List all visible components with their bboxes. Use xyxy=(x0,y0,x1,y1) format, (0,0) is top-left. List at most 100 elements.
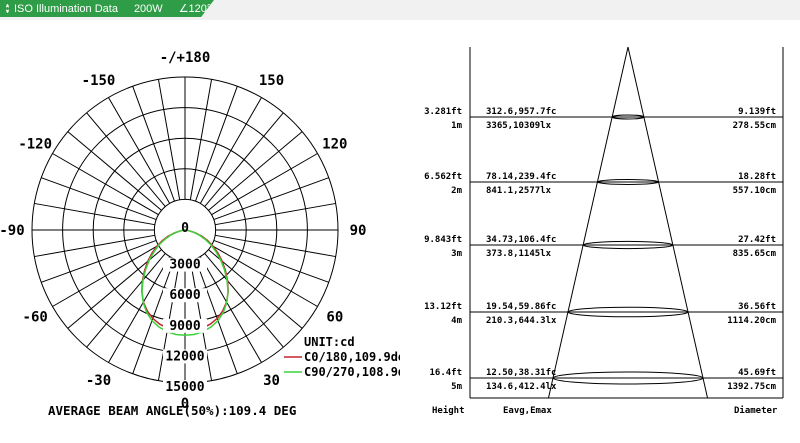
row-eavg-fc: 19.54,59.86fc xyxy=(486,302,556,312)
polar-radial-label-bg xyxy=(163,288,207,303)
polar-angle-label: 120 xyxy=(322,137,347,153)
row-height-m: 1m xyxy=(451,121,462,131)
polar-angle-label: 90 xyxy=(350,223,367,239)
cone-ellipse xyxy=(582,240,674,250)
polar-angle-label: -/+180 xyxy=(160,50,211,66)
row-diameter-ft: 45.69ft xyxy=(738,368,776,378)
row-diameter-cm: 1392.75cm xyxy=(727,382,776,392)
polar-candela-chart: 0 30 60 90 120 150 -/+180 -150 -120 -90 -60 -30 0 30… xyxy=(0,50,400,418)
cone-frame xyxy=(469,46,784,399)
row-eavg-lx: 3365,10309lx xyxy=(486,121,552,131)
polar-radial-label-bg xyxy=(163,349,207,364)
polar-radial-label-bg xyxy=(163,318,207,333)
polar-spoke xyxy=(199,97,262,204)
polar-radial-label: 9000 xyxy=(169,319,200,334)
tab-bar: ISO Illumination Data 200W ∠120° xyxy=(0,0,800,20)
info-icon xyxy=(6,4,9,13)
polar-spoke xyxy=(189,79,213,200)
row-eavg-fc: 78.14,239.4fc xyxy=(486,172,556,182)
polar-radial-label: 0 xyxy=(181,221,189,236)
polar-spoke xyxy=(52,153,159,216)
row-height-m: 4m xyxy=(451,316,462,326)
row-height-m: 2m xyxy=(451,186,462,196)
row-eavg-lx: 373.8,1145lx xyxy=(486,249,552,259)
tab-title: ISO Illumination Data xyxy=(14,2,118,15)
polar-spoke xyxy=(204,112,284,207)
tab-iso-illumination[interactable]: ISO Illumination Data 200W ∠120° xyxy=(0,0,214,17)
polar-spoke xyxy=(132,86,176,202)
polar-radial-label: 6000 xyxy=(169,288,200,303)
polar-angle-label: -90 xyxy=(0,223,25,239)
polar-spoke xyxy=(194,86,238,202)
polar-spoke xyxy=(215,202,336,226)
polar-spoke xyxy=(34,234,155,258)
row-diameter-cm: 557.10cm xyxy=(733,186,777,196)
beam-angle-footer: AVERAGE BEAM ANGLE(50%):109.4 DEG xyxy=(48,403,296,418)
polar-spoke xyxy=(86,253,166,348)
series-c90-curve xyxy=(141,229,229,337)
row-diameter-ft: 18.28ft xyxy=(738,172,776,182)
polar-radial-labels: 0 3000 6000 9000 12000 15000 xyxy=(163,221,207,395)
polar-angle-label: 60 xyxy=(326,310,343,326)
cone-ellipse xyxy=(567,306,689,318)
polar-spoke xyxy=(108,256,171,363)
cone-edge-right xyxy=(627,46,709,399)
polar-angle-label: 150 xyxy=(259,73,284,89)
cone-ellipse xyxy=(611,114,645,120)
polar-angle-label: 30 xyxy=(263,373,280,389)
row-diameter-cm: 1114.20cm xyxy=(727,316,776,326)
polar-spoke xyxy=(208,131,303,211)
row-height-ft: 6.562ft xyxy=(424,172,462,182)
polar-angle-label: -30 xyxy=(86,373,111,389)
unit-label: UNIT:cd xyxy=(304,335,355,349)
row-diameter-ft: 27.42ft xyxy=(738,235,776,245)
cone-rows: 3.281ft1m312.6,957.7fc3365,10309lx9.139f… xyxy=(424,107,783,392)
cone-edge-left xyxy=(547,46,629,399)
row-diameter-ft: 9.139ft xyxy=(738,107,776,117)
col-label-diameter: Diameter xyxy=(734,405,778,416)
polar-radial-label: 12000 xyxy=(165,349,204,364)
polar-spoke xyxy=(211,244,318,307)
row-eavg-fc: 34.73,106.4fc xyxy=(486,235,556,245)
polar-spoke xyxy=(215,234,336,258)
row-eavg-fc: 12.50,38.31fc xyxy=(486,368,556,378)
polar-radial-label: 3000 xyxy=(169,258,200,273)
row-diameter-cm: 835.65cm xyxy=(733,249,777,259)
polar-angle-label: -120 xyxy=(18,137,52,153)
polar-spoke xyxy=(52,244,159,307)
polar-spoke xyxy=(132,258,176,374)
polar-angle-label: 0 xyxy=(181,396,189,412)
row-eavg-fc: 312.6,957.7fc xyxy=(486,107,556,117)
row-height-m: 5m xyxy=(451,382,462,392)
legend-c0-label: C0/180,109.9deg xyxy=(304,350,400,364)
polar-angle-labels: 0 30 60 90 120 150 -/+180 -150 -120 -90 -60 -30 xyxy=(0,50,366,412)
polar-spoke xyxy=(67,249,162,329)
polar-spoke xyxy=(199,256,262,363)
row-height-ft: 9.843ft xyxy=(424,235,462,245)
row-diameter-ft: 36.56ft xyxy=(738,302,776,312)
polar-legend: UNIT:cd C0/180,109.9deg C90/270,108.9deg xyxy=(284,335,400,379)
col-label-eavg: Eavg,Emax xyxy=(503,406,552,416)
row-eavg-lx: 210.3,644.3lx xyxy=(486,316,557,326)
polar-spoke xyxy=(108,97,171,204)
row-eavg-lx: 134.6,412.4lx xyxy=(486,382,557,392)
polar-spoke xyxy=(208,249,303,329)
polar-radial-label: 15000 xyxy=(165,380,204,395)
polar-angle-label: -60 xyxy=(23,310,48,326)
tab-power: 200W xyxy=(133,2,163,15)
polar-spoke xyxy=(204,253,284,348)
tab-angle: ∠120° xyxy=(178,3,212,15)
cone-ellipse xyxy=(552,371,704,385)
polar-angle-label: -150 xyxy=(82,73,116,89)
polar-spoke xyxy=(86,112,166,207)
polar-spoke xyxy=(157,79,181,200)
col-label-height: Height xyxy=(432,405,465,416)
row-height-m: 3m xyxy=(451,249,462,259)
polar-spoke xyxy=(211,153,318,216)
polar-spoke xyxy=(41,239,157,283)
row-height-ft: 13.12ft xyxy=(424,302,462,312)
polar-radial-label-bg xyxy=(163,257,207,272)
row-diameter-cm: 278.55cm xyxy=(733,121,777,131)
polar-spoke xyxy=(194,258,238,374)
legend-c90-label: C90/270,108.9deg xyxy=(304,365,400,379)
